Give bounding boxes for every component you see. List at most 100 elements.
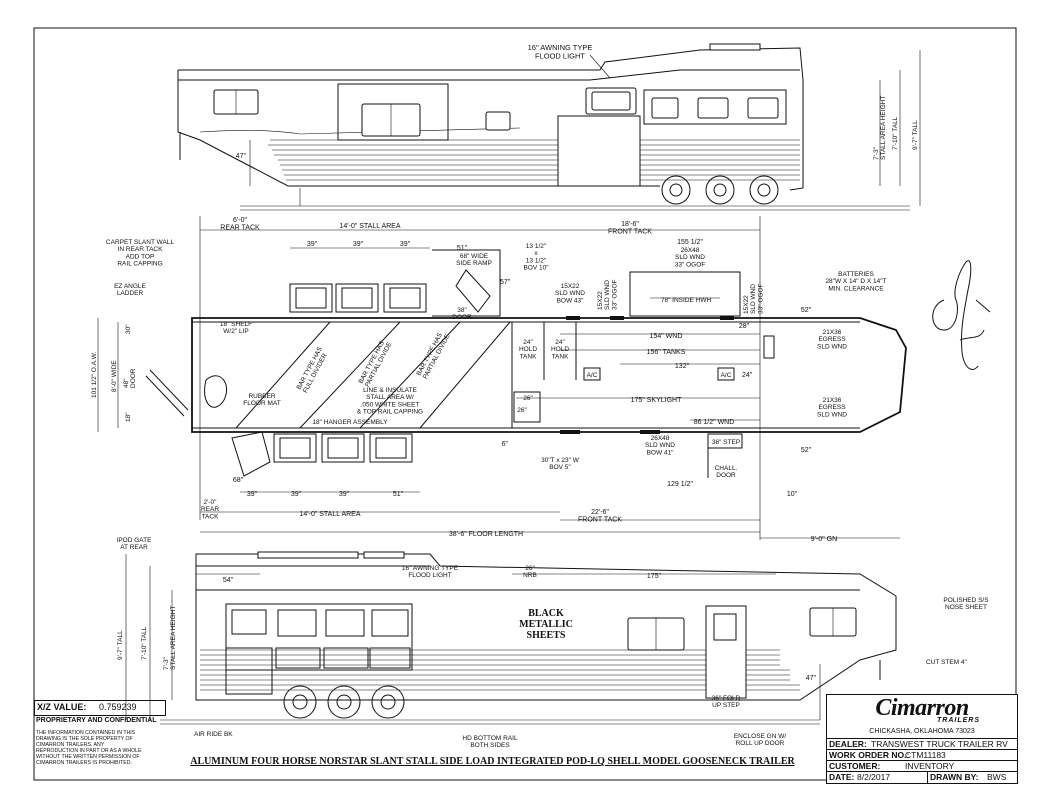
cut-stem: CUT STEM 4": [926, 659, 968, 666]
ac2: A/C: [721, 372, 732, 379]
d1292: 129 1/2": [667, 481, 693, 488]
signature: [932, 260, 991, 370]
front-tack-top: 18'-6"FRONT TACK: [608, 221, 652, 236]
skylight: 175" SKYLIGHT: [631, 397, 682, 404]
gn: 9'-0" GN: [811, 536, 837, 543]
b39a: 39": [247, 491, 258, 498]
d54: 54": [223, 577, 234, 584]
d24r: 24": [742, 372, 753, 379]
floor-plan: [97, 216, 907, 540]
ac1: A/C: [587, 372, 598, 379]
front-tack-bot: 22'-6"FRONT TACK: [578, 509, 622, 524]
logo: Cimarron TRAILERS: [875, 695, 980, 724]
chall: CHALL.DOOR: [715, 465, 738, 479]
proprietary-text: THE INFORMATION CONTAINED IN THIS DRAWIN…: [36, 730, 142, 766]
b39b: 39": [291, 491, 302, 498]
d68: 68": [233, 477, 244, 484]
sld33b: 15X22SLD WND33" OGOF: [743, 283, 764, 314]
d30: 30": [125, 324, 132, 334]
d26b: 26": [517, 407, 527, 414]
d39b: 39": [353, 241, 364, 248]
top-h710-label: 7'-10" TALL: [892, 116, 899, 150]
d57: 57": [500, 279, 511, 286]
bottom-h73: 7'-3"STALL AREA HEIGHT: [163, 606, 177, 670]
tanks156: 156" TANKS: [647, 349, 686, 356]
step: 36" STEP: [712, 439, 740, 446]
wnd154: 154" WND: [650, 333, 683, 340]
title-block: Cimarron TRAILERS CHICKASHA, OKLAHOMA 73…: [826, 694, 1018, 784]
hwh: 78" INSIDE HWH: [661, 297, 712, 304]
b39c: 39": [339, 491, 350, 498]
d39c: 39": [400, 241, 411, 248]
d18: 18": [125, 412, 132, 422]
div-p1: BAR TYPE HASPARTIAL DIVIDE: [358, 337, 394, 388]
hanger: 18" HANGER ASSEMBLY: [312, 419, 388, 426]
div-p2: BAR TYPE HASPARTIAL DIVIDE: [416, 329, 452, 380]
stall-area-top: 14'-0" STALL AREA: [339, 223, 400, 230]
d39a: 39": [307, 241, 318, 248]
bottom-elevation: [125, 551, 897, 725]
address: CHICKASHA, OKLAHOMA 73023: [869, 728, 975, 735]
bottom-h47: 47": [806, 675, 817, 682]
wnd86: 86 1/2" WND: [694, 419, 735, 426]
d10: 10": [787, 491, 798, 498]
work-order-row: WORK ORDER NO.: CTM11183: [827, 749, 1017, 761]
bottom-h97: 9'-7" TALL: [117, 630, 124, 660]
proprietary-block: X/Z VALUE: 0.759239 PROPRIETARY AND CONF…: [34, 700, 166, 772]
b51: 51": [393, 491, 404, 498]
d52b: 52": [801, 447, 812, 454]
d38door: 38"DOOR: [452, 307, 472, 321]
sheet-border: [33, 27, 1017, 781]
rear-tack-top: 6'-0"REAR TACK: [220, 217, 260, 232]
d175: 175": [647, 573, 662, 580]
top-h97-label: 9'-7" TALL: [912, 120, 919, 150]
w8: 8'-0" WIDE: [111, 360, 118, 392]
sld33a: 15X22SLD WND33" OGOF: [597, 279, 618, 310]
d6: 6": [502, 441, 509, 448]
drawing-title: ALUMINUM FOUR HORSE NORSTAR SLANT STALL …: [190, 756, 795, 767]
air-ride: AIR RIDE BK: [194, 731, 233, 738]
d28: 28": [739, 323, 750, 330]
oaw: 101 1/2" O.A.W.: [91, 351, 98, 398]
stall-area-bot: 14'-0" STALL AREA: [299, 511, 360, 518]
date-row: DATE: 8/2/2017 DRAWN BY: BWS: [827, 771, 1017, 783]
d155: 155 1/2": [677, 239, 703, 246]
div-full: BAR TYPE HASFULL DIVIDER: [296, 345, 331, 394]
xz-value: 0.759239: [99, 702, 137, 712]
xz-label: X/Z VALUE:: [37, 702, 87, 712]
bottom-h710: 7'-10" TALL: [141, 626, 148, 660]
d51: 51": [457, 245, 468, 252]
top-stall-height-label: 7'-3"STALL AREA HEIGHT: [873, 96, 887, 160]
enclose: ENCLOSE GN W/ROLL UP DOOR: [734, 733, 787, 747]
d48door: 48"DOOR: [123, 368, 137, 388]
d132: 132": [675, 363, 690, 370]
nrb: 26"NRB: [523, 565, 537, 579]
proprietary-heading: PROPRIETARY AND CONFIDENTIAL: [36, 717, 157, 724]
d52a: 52": [801, 307, 812, 314]
floor-length: 38'-6" FLOOR LENGTH: [449, 531, 523, 538]
dealer-row: DEALER: TRANSWEST TRUCK TRAILER RV: [827, 738, 1017, 750]
plan-labels: 6'-0"REAR TACK 14'-0" STALL AREA 18'-6"F…: [91, 217, 887, 543]
